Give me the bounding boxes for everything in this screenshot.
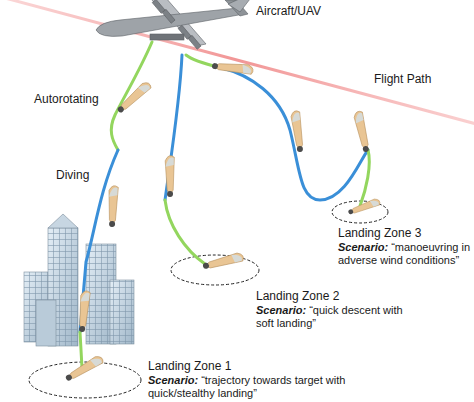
aircraft-label: Aircraft/UAV [256,4,321,18]
aircraft [96,0,250,49]
zone-title: Landing Zone 1 [148,359,231,373]
scenario-tag: Scenario: [148,374,198,386]
label-group: Landing Zone 1 [148,359,348,373]
flight-path-label: Flight Path [374,72,431,86]
zone-title: Landing Zone 3 [338,226,421,240]
scenario-tag: Scenario: [256,304,306,316]
trajectory-lines [80,42,369,368]
label-group: Landing Zone 3 [338,226,468,240]
samara-seeds [63,60,380,382]
scenario-tag: Scenario: [338,241,388,253]
label-group: Scenario:“manoeuvring in adverse wind co… [338,241,470,267]
label-group: Scenario:“quick descent with soft landin… [256,304,406,330]
phase-label: Diving [56,168,89,182]
label-group: Landing Zone 2 [256,289,406,303]
landing-zone-ring [171,255,259,285]
label-group: Scenario:“trajectory towards target with… [148,374,353,400]
phase-label: Autorotating [34,92,99,106]
label-group: Flight Path [374,72,464,86]
label-group: Autorotating [34,92,114,106]
flight-path-line [0,0,474,126]
label-group: Diving [56,168,106,182]
zone-title: Landing Zone 2 [256,289,339,303]
label-group: Aircraft/UAV [256,4,366,18]
